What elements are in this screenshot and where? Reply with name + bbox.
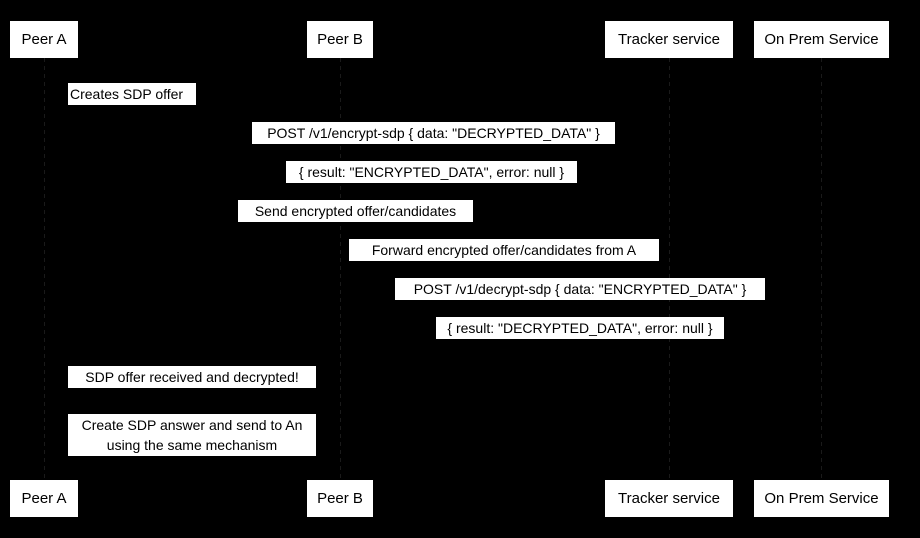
- lifeline-on-prem-service: [821, 58, 822, 478]
- message-label-forward-encrypted-offer[interactable]: Forward encrypted offer/candidates from …: [349, 239, 659, 261]
- participant-header-peer-b[interactable]: Peer B: [307, 21, 373, 58]
- participant-header-tracker-service[interactable]: Tracker service: [605, 21, 733, 58]
- message-label-decrypt-sdp-request[interactable]: POST /v1/decrypt-sdp { data: "ENCRYPTED_…: [395, 278, 765, 300]
- participant-header-on-prem-service[interactable]: On Prem Service: [754, 21, 889, 58]
- participant-footer-peer-b[interactable]: Peer B: [307, 480, 373, 517]
- message-label-sdp-offer-received[interactable]: SDP offer received and decrypted!: [68, 366, 316, 388]
- message-label-decrypt-sdp-response[interactable]: { result: "DECRYPTED_DATA", error: null …: [436, 317, 724, 339]
- message-label-create-sdp-answer[interactable]: Create SDP answer and send to An using t…: [68, 414, 316, 456]
- message-label-create-sdp-answer-line-2: using the same mechanism: [106, 437, 278, 453]
- lifeline-peer-a: [44, 58, 45, 478]
- message-label-creates-sdp-offer[interactable]: Creates SDP offer: [68, 83, 196, 105]
- participant-footer-peer-a[interactable]: Peer A: [10, 480, 78, 517]
- lifeline-peer-b: [340, 58, 341, 478]
- message-label-send-encrypted-offer[interactable]: Send encrypted offer/candidates: [238, 200, 473, 222]
- lifeline-tracker-service: [669, 58, 670, 478]
- participant-footer-on-prem-service[interactable]: On Prem Service: [754, 480, 889, 517]
- participant-header-peer-a[interactable]: Peer A: [10, 21, 78, 58]
- participant-footer-tracker-service[interactable]: Tracker service: [605, 480, 733, 517]
- message-label-encrypt-sdp-request[interactable]: POST /v1/encrypt-sdp { data: "DECRYPTED_…: [252, 122, 615, 144]
- message-label-encrypt-sdp-response[interactable]: { result: "ENCRYPTED_DATA", error: null …: [286, 161, 577, 183]
- message-label-create-sdp-answer-line-1: Create SDP answer and send to An: [81, 417, 303, 433]
